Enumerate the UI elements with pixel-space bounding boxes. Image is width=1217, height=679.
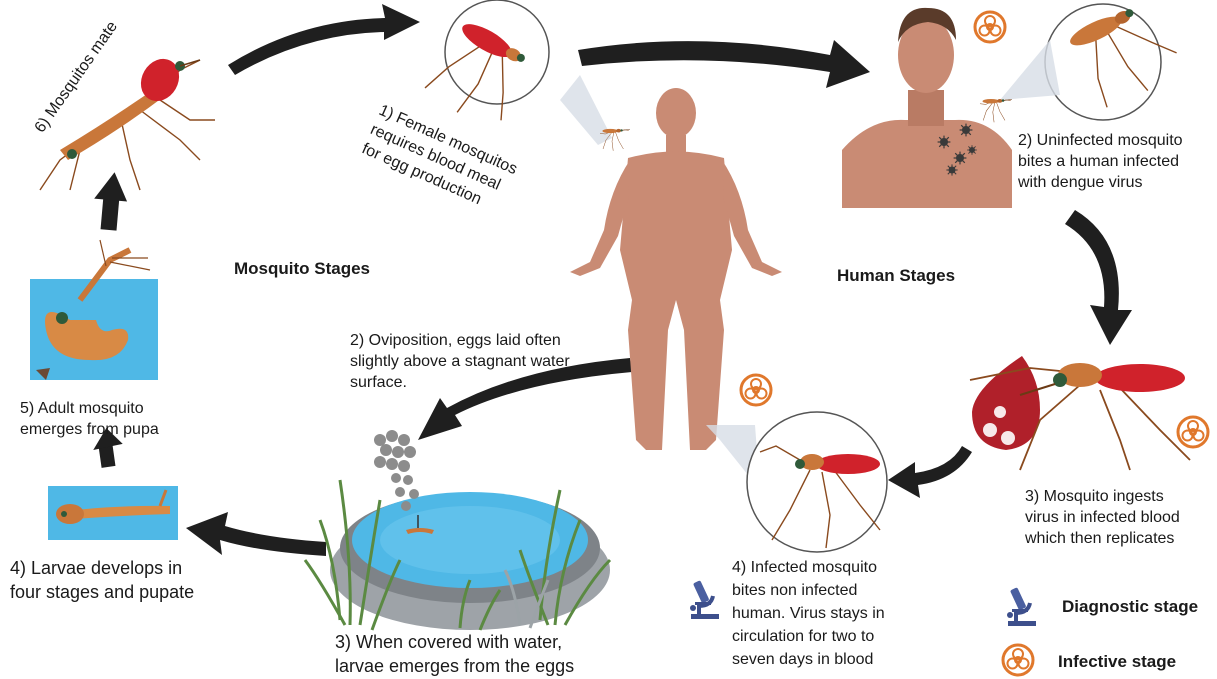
arrow-human-to-ingest <box>1065 210 1132 345</box>
larva-illustration <box>48 485 178 540</box>
cycle-arrows <box>90 4 1132 556</box>
water-label: 3) When covered with water,larvae emerge… <box>335 630 574 678</box>
biohazard-icon <box>741 375 771 405</box>
arrow-ingest-to-infected <box>888 446 972 498</box>
arrow-water-to-larvae <box>186 512 326 556</box>
microscope-icon <box>690 580 719 619</box>
biohazard-icon <box>975 12 1005 42</box>
arrow-adult-to-mate <box>101 195 120 230</box>
stagnant-water-pond <box>305 430 610 630</box>
uninfected-mosquito-illustration <box>1045 0 1186 120</box>
blood-meal-illustration <box>970 356 1190 470</box>
biohazard-icon <box>1178 417 1208 447</box>
infected-mosquito-illustration <box>747 412 887 552</box>
diagnostic-stage-legend: Diagnostic stage <box>1062 597 1198 617</box>
infective-stage-legend: Infective stage <box>1058 652 1176 672</box>
biohazard-icon <box>1003 645 1033 675</box>
mosquito-stages-heading: Mosquito Stages <box>234 259 370 279</box>
arrow-mate-to-female <box>228 4 420 75</box>
female-mosquito-illustration <box>423 0 550 133</box>
arrow-female-to-human <box>578 40 870 88</box>
microscope-icon <box>1007 587 1036 626</box>
pupa-emerging-illustration <box>30 240 158 380</box>
human-stages-heading: Human Stages <box>837 266 955 286</box>
